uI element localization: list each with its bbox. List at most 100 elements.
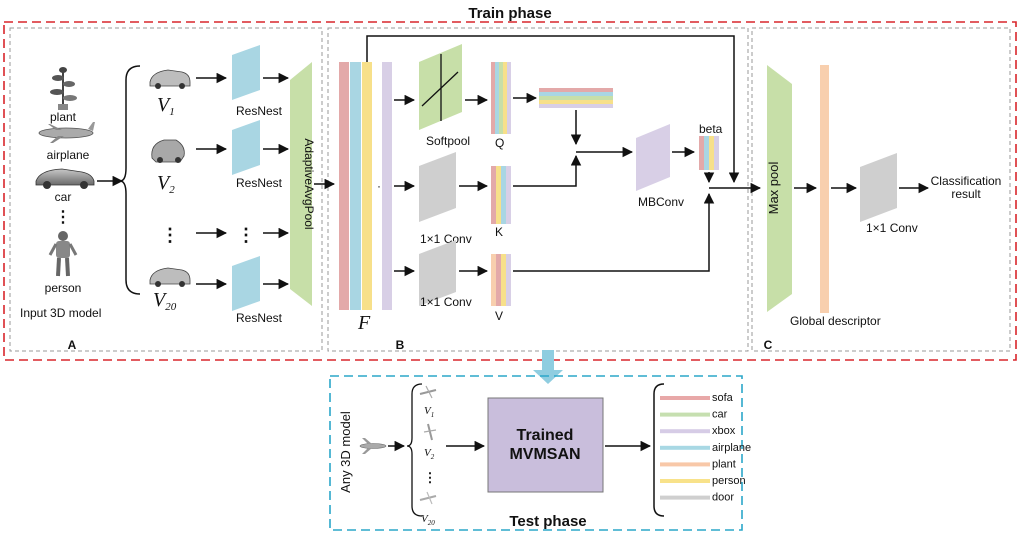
- q-label: Q: [495, 136, 504, 150]
- section-a-label: A: [68, 338, 77, 352]
- class-list: sofa car xbox airplane plant person door: [660, 392, 751, 504]
- person-model-icon: [48, 231, 78, 277]
- conv-label-1: 1×1 Conv: [420, 232, 472, 246]
- airplane-label: airplane: [47, 148, 90, 162]
- section-c-label: C: [764, 338, 773, 352]
- class-label-door: door: [712, 492, 734, 504]
- trained-mvmsan-box: [487, 397, 604, 493]
- v-label: V: [495, 309, 503, 323]
- class-bar-door: [660, 495, 710, 500]
- adaptive-pool-label: AdaptiveAvgPool: [302, 138, 316, 229]
- mbconv-label: MBConv: [638, 195, 684, 209]
- test-view-20-label: V20: [421, 513, 435, 527]
- resnest-block-3: [232, 256, 260, 311]
- class-label-person: person: [712, 475, 746, 487]
- feature-bar-yellow: [362, 62, 372, 310]
- input-caption: Input 3D model: [20, 306, 101, 320]
- person-label: person: [45, 281, 82, 295]
- test-airplane-icon: [359, 438, 387, 454]
- class-label-car: car: [712, 409, 728, 421]
- test-view-20-icon: [419, 491, 437, 505]
- train-phase-frame: [3, 21, 1017, 361]
- view-v20-icon: [149, 267, 191, 287]
- feature-bar-pink: [339, 62, 349, 310]
- section-a-frame: [9, 27, 323, 352]
- adaptive-pool-block: [290, 62, 312, 306]
- mbconv-block: [636, 124, 670, 191]
- resnest-label-1: ResNest: [236, 104, 283, 118]
- car-model-icon: [35, 168, 95, 189]
- class-bar-airplane: [660, 445, 710, 450]
- conv-out-label: 1×1 Conv: [866, 221, 918, 235]
- residual-skip-line: [366, 35, 740, 184]
- class-label-xbox: xbox: [712, 425, 736, 437]
- plant-model-icon: [50, 67, 77, 110]
- view-v1-label: V1: [157, 94, 175, 118]
- views-brace: [119, 65, 141, 295]
- feature-bar-lavender: [382, 62, 392, 310]
- test-input-label: Any 3D model: [338, 411, 353, 493]
- test-phase-frame: [329, 375, 743, 531]
- train-phase-title: Train phase: [468, 5, 551, 22]
- resnest-dots: ⋮: [237, 225, 255, 245]
- class-label-airplane: airplane: [712, 442, 751, 454]
- global-descriptor-label: Global descriptor: [790, 314, 881, 328]
- arrow-k-merge: [513, 154, 582, 187]
- airplane-model-icon: [38, 122, 95, 143]
- feature-label: F: [357, 312, 371, 334]
- feature-bar-blue: [350, 62, 361, 310]
- resnest-label-3: ResNest: [236, 311, 283, 325]
- maxpool-label: Max pool: [766, 162, 781, 215]
- class-label-plant: plant: [712, 458, 736, 470]
- input-ellipsis: ⋮: [55, 209, 71, 226]
- view-v2-label: V2: [157, 172, 175, 196]
- class-label-sofa: sofa: [712, 392, 734, 404]
- plant-label: plant: [50, 110, 77, 124]
- section-b-label: B: [396, 338, 405, 352]
- class-bar-sofa: [660, 396, 710, 400]
- resnest-label-2: ResNest: [236, 176, 283, 190]
- q-transposed-matrix: [539, 88, 613, 108]
- maxpool-block: [767, 65, 792, 312]
- view-v2-icon: [151, 139, 185, 163]
- k-matrix: [491, 166, 511, 224]
- view-dots-left: ⋮: [161, 225, 179, 245]
- beta-matrix: [699, 136, 719, 170]
- conv-block-1: [419, 152, 456, 222]
- conv-block-2: [419, 240, 456, 306]
- k-label: K: [495, 225, 503, 239]
- resnest-block-1: [232, 45, 260, 100]
- test-view-1-label: V1: [424, 405, 434, 419]
- train-to-test-arrow: [533, 350, 563, 384]
- car-label: car: [55, 190, 72, 204]
- class-bar-plant: [660, 462, 710, 467]
- softpool-block: [419, 44, 462, 130]
- resnest-block-2: [232, 120, 260, 175]
- global-descriptor-bar: [820, 65, 829, 313]
- test-view-dots: ⋮: [424, 470, 437, 485]
- arrow-v-merge: [513, 192, 715, 272]
- test-view-2-label: V2: [424, 447, 435, 461]
- section-b-frame: [327, 27, 749, 352]
- view-v20-label: V20: [153, 289, 177, 313]
- q-matrix: [491, 62, 511, 134]
- section-c-frame: [751, 27, 1011, 352]
- view-v1-icon: [149, 69, 191, 89]
- softpool-label: Softpool: [426, 134, 470, 148]
- test-classes-brace: [653, 383, 665, 517]
- test-views-brace: [406, 383, 423, 517]
- test-phase-title: Test phase: [509, 513, 586, 530]
- class-bar-car: [660, 412, 710, 417]
- conv-out-block: [860, 153, 897, 222]
- v-matrix: [491, 254, 511, 306]
- class-bar-xbox: [660, 429, 710, 434]
- class-bar-person: [660, 479, 710, 483]
- beta-label: beta: [699, 122, 723, 136]
- conv-label-2: 1×1 Conv: [420, 295, 472, 309]
- test-view-1-icon: [419, 385, 437, 399]
- test-view-2-icon: [423, 423, 437, 441]
